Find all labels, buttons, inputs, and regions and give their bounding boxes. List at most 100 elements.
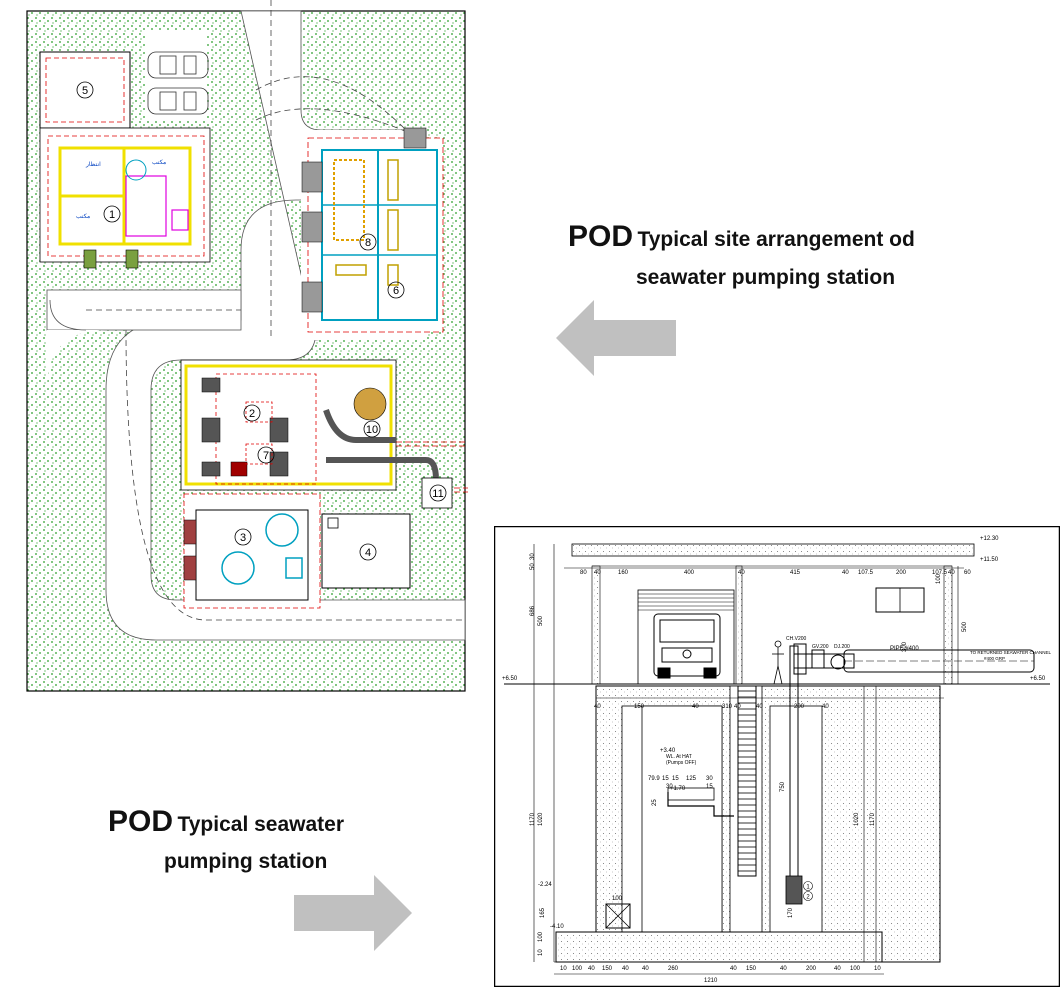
left-dimension: 686 [530,605,536,616]
site-plan-labels: 1 2 3 4 5 6 7 8 10 11 [76,81,447,561]
mid-dimension: 40 [692,704,699,710]
pipe-dimension: 15 [662,776,669,782]
top-dimension: 200 [896,570,907,576]
marker-number: 1 [806,885,810,891]
level-pumps-off: (Pumps OFF) [666,760,697,766]
site-label-number: 10 [366,424,378,436]
mid-dimension: 40 [594,704,601,710]
channel-sub-label: #400 GRP [984,656,1005,661]
right-dimension: 750 [780,781,786,792]
truck-icon [653,613,721,679]
bottom-dimension: 40 [588,966,595,972]
bottom-dimension: 40 [834,966,841,972]
site-label-circle [359,543,377,561]
pipe-dimension: 79.9 [648,776,660,782]
site-label-number: 6 [393,285,399,297]
bottom-dimension: 150 [746,966,757,972]
left-dimension: 10 [538,949,544,956]
svg-text:ﻣﻜﺘﺐ: ﻣﻜﺘﺐ [152,159,166,166]
marker-circle [803,891,813,901]
right-arrow-icon [294,875,412,951]
valve-label: GV.200 [812,644,829,650]
right-dimension: 300 [902,641,908,652]
bottom-dimension: 100 [850,966,861,972]
mid-dimension: 200 [794,704,805,710]
pipe-dimension: 15 [672,776,679,782]
site-label-number: 5 [82,85,88,97]
site-caption-prefix: POD [568,220,634,253]
top-dimension: 107.5 [932,570,948,576]
site-label-circle [243,404,261,422]
station-caption-title: Typical seawater [177,813,345,836]
left-dimension: 165 [540,907,546,918]
right-dimension: 1020 [854,812,860,826]
pipe-dimension: 125 [686,776,697,782]
site-label-number: 7 [263,450,269,462]
svg-text:ﺍﻧﺘﻈﺎﺭ: ﺍﻧﺘﻈﺎﺭ [85,161,101,168]
top-dimension: 415 [790,570,801,576]
site-plan-drawing: ﺍﻧﺘﻈﺎﺭ ﻣﻜﺘﺐ ﻣﻜﺘﺐ 1 2 3 4 5 6 7 8 10 11 [26,0,468,692]
bottom-dimension: 150 [602,966,613,972]
level-ground-left: +6.50 [502,676,518,682]
top-dimension: 60 [964,570,971,576]
level-ground-right: +6.50 [1030,676,1046,682]
small-dimension: 100 [612,896,623,902]
site-label-number: 4 [365,547,371,559]
mid-dimension: 40 [756,704,763,710]
mid-dimension: 40 [822,704,829,710]
svg-text:ﻣﻜﺘﺐ: ﻣﻜﺘﺐ [76,213,90,220]
top-dimension: 40 [738,570,745,576]
site-label-circle [429,484,447,502]
site-label-number: 8 [365,237,371,249]
top-dimension: 160 [618,570,629,576]
site-caption-title: Typical site arrangement od [637,228,915,251]
left-dimension: 500 [538,615,544,626]
bottom-dimension: 10 [560,966,567,972]
station-caption-line1: POD Typical seawater [108,805,344,839]
top-dimension: 40 [594,570,601,576]
site-label-number: 3 [240,532,246,544]
left-arrow-icon [556,300,676,376]
top-dimension: 40 [842,570,849,576]
bottom-dimension: 40 [730,966,737,972]
site-label-circle [363,420,381,438]
mid-dimension: 150 [634,704,645,710]
left-dimension: 1020 [538,812,544,826]
right-dimension: 170 [788,907,794,918]
bottom-dimension: 10 [874,966,881,972]
site-label-number: 2 [249,408,255,420]
level-base: -4.10 [550,924,564,930]
marker-circle [803,881,813,891]
site-label-circle [257,446,275,464]
bottom-dimension: 100 [572,966,583,972]
top-dimension: 107.5 [858,570,874,576]
bottom-dimension: 40 [642,966,649,972]
left-dimension: 1170 [530,812,536,826]
bottom-dimension: 200 [806,966,817,972]
marker-number: 2 [806,895,810,901]
top-dimension: 40 [948,570,955,576]
pipe-dimension: 30 [706,776,713,782]
pipe-dimension: 30 [666,784,673,790]
channel-label: TO RETURNED SEAWATER CHANNEL [970,650,1052,655]
left-dimension: 30 [530,553,536,560]
level-low: +1.70 [670,786,686,792]
parked-car [147,51,209,115]
site-label-circle [76,81,94,99]
top-dimension: 400 [684,570,695,576]
level-hat: +3.40 [660,748,676,754]
bottom-dimension: 40 [780,966,787,972]
pipe-label: PIPE #400 [890,646,919,652]
level-roof-top: +12.30 [980,536,999,542]
site-caption-line1: POD Typical site arrangement od [568,220,915,254]
site-label-number: 11 [432,488,443,500]
site-label-circle [103,205,121,223]
valve-label: CH.V200 [786,636,807,642]
site-label-circle [234,528,252,546]
mid-dimension: 40 [734,704,741,710]
level-hat-note: WL. At HAT [666,754,692,760]
site-label-number: 1 [109,209,115,221]
right-dimension: 1170 [870,812,876,826]
